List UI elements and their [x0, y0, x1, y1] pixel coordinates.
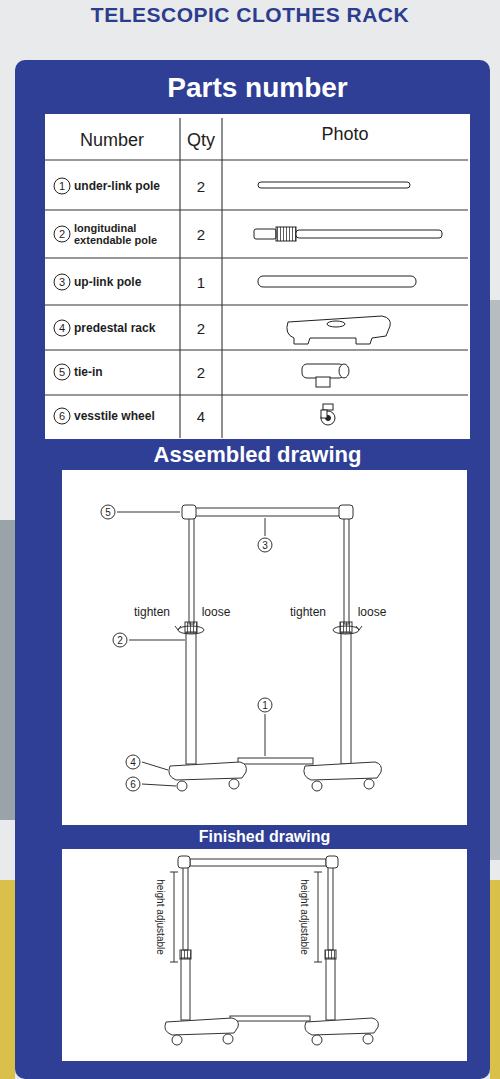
quantity: 1	[197, 274, 205, 291]
part-number: 4	[54, 320, 71, 337]
callout-number: 2	[113, 633, 128, 648]
callout-number: 1	[258, 698, 273, 713]
section-band: Finished drawing	[62, 826, 467, 848]
part-number: 1	[54, 178, 71, 195]
part-name: up-link pole	[74, 275, 141, 289]
band-heading: Parts number	[167, 72, 348, 104]
part-name: longitudinal extendable pole	[74, 222, 174, 246]
rotation-note: tighten	[134, 605, 170, 619]
part-name: vesstile wheel	[74, 409, 155, 423]
dimension-note: height adjustable	[155, 879, 166, 955]
rotation-note: tighten	[290, 605, 326, 619]
column-header: Qty	[187, 130, 215, 151]
part-name: under-link pole	[74, 179, 160, 193]
column-header: Photo	[321, 124, 368, 145]
quantity: 2	[197, 364, 205, 381]
callout-number: 4	[126, 755, 141, 770]
callout-number: 5	[101, 505, 116, 520]
quantity: 4	[197, 408, 205, 425]
part-name: tie-in	[74, 365, 103, 379]
band-heading: Finished drawing	[199, 828, 331, 846]
dimension-note: height adjustable	[299, 879, 310, 955]
part-number: 6	[54, 408, 71, 425]
column-header: Number	[80, 130, 144, 151]
quantity: 2	[197, 320, 205, 337]
callout-number: 6	[126, 777, 141, 792]
part-number: 5	[54, 364, 71, 381]
part-number: 2	[54, 226, 71, 243]
section-band: Assembled drawing	[45, 441, 470, 469]
callout-number: 3	[258, 538, 273, 553]
band-heading: Assembled drawing	[154, 442, 362, 468]
part-name: predestal rack	[74, 321, 155, 335]
quantity: 2	[197, 178, 205, 195]
rotation-note: loose	[202, 605, 231, 619]
part-number: 3	[54, 274, 71, 291]
quantity: 2	[197, 226, 205, 243]
package-title: TELESCOPIC CLOTHES RACK	[0, 2, 500, 28]
section-band: Parts number	[45, 64, 470, 112]
rotation-note: loose	[358, 605, 387, 619]
